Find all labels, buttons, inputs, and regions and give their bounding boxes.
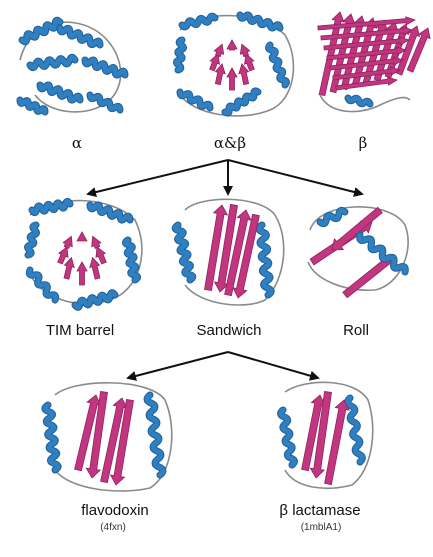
alpha-structure-image xyxy=(16,16,129,116)
helix-highlight xyxy=(27,54,78,71)
strand xyxy=(238,63,250,86)
strand xyxy=(85,391,108,479)
alpha-label: α xyxy=(71,134,83,152)
helix-highlight xyxy=(174,37,186,73)
strand xyxy=(213,43,225,58)
strand xyxy=(395,25,421,76)
helix-highlight xyxy=(172,222,196,283)
loop xyxy=(179,14,295,117)
beta-lactamase-pdb-code: (1mblA1) xyxy=(300,522,342,533)
helix-highlight xyxy=(87,202,133,223)
strand xyxy=(317,16,416,31)
strand xyxy=(318,11,345,97)
strand xyxy=(213,203,238,293)
helix-highlight xyxy=(25,222,39,258)
helix-highlight xyxy=(42,402,61,473)
strand xyxy=(244,53,255,72)
beta-lactamase-label: β lactamase xyxy=(279,502,361,519)
helix-highlight xyxy=(278,407,297,468)
strand xyxy=(63,256,75,280)
helix-highlight xyxy=(144,392,166,478)
strand xyxy=(224,209,252,297)
helix-highlight xyxy=(17,97,48,115)
strand xyxy=(320,26,413,41)
strand xyxy=(74,394,102,472)
helix-highlight xyxy=(29,198,73,216)
strand xyxy=(232,213,260,299)
tim-barrel-label: TIM barrel xyxy=(45,322,115,339)
arrows-from-alpha-beta xyxy=(86,159,364,197)
strand xyxy=(76,231,88,242)
strand xyxy=(323,36,410,51)
helix-highlight xyxy=(256,222,274,298)
helix-highlight xyxy=(57,25,103,48)
helix-highlight xyxy=(37,82,83,103)
helix-highlight xyxy=(26,267,59,303)
loop xyxy=(307,206,409,291)
strand xyxy=(226,39,238,51)
helix-highlight xyxy=(357,232,408,275)
loop xyxy=(319,94,411,113)
roll-structure-image xyxy=(307,206,409,299)
strand xyxy=(326,46,407,61)
flavodoxin-pdb-code: (4fxn) xyxy=(100,522,126,533)
strand xyxy=(100,397,128,484)
helix-highlight xyxy=(87,92,123,113)
strand xyxy=(406,27,431,73)
flavodoxin-label: flavodoxin xyxy=(81,502,149,519)
sandwich-structure-image xyxy=(171,198,285,306)
tim-barrel-structure-image xyxy=(24,197,143,311)
helix-highlight xyxy=(317,207,348,227)
sandwich-label: Sandwich xyxy=(196,322,262,339)
strand xyxy=(209,53,220,72)
helix-highlight xyxy=(19,17,63,45)
strand xyxy=(331,206,383,251)
arrow-to-beta-lactamase xyxy=(227,351,320,381)
helix-highlight xyxy=(345,395,365,465)
strand xyxy=(57,246,69,265)
arrows-from-sandwich xyxy=(126,351,320,381)
strand xyxy=(76,261,88,286)
strand xyxy=(309,391,332,479)
strand xyxy=(335,76,398,91)
helix-highlight xyxy=(179,13,218,30)
strand xyxy=(89,256,101,280)
alpha-beta-structure-image xyxy=(173,11,295,117)
arrow-to-tim-barrel xyxy=(86,159,229,197)
strand xyxy=(329,56,404,71)
strand xyxy=(332,66,401,81)
strand xyxy=(226,67,238,91)
strand xyxy=(109,398,134,486)
helix-highlight xyxy=(177,89,213,111)
strand xyxy=(91,235,102,250)
strand xyxy=(214,63,226,86)
helix-highlight xyxy=(345,95,373,107)
helix-highlight xyxy=(72,290,118,310)
arrow-to-roll xyxy=(227,159,364,197)
beta-label: β xyxy=(358,134,368,152)
helix-highlight xyxy=(266,42,289,88)
strand xyxy=(95,246,107,265)
arrow-to-flavodoxin xyxy=(126,351,229,381)
strand xyxy=(301,394,326,472)
beta-lactamase-structure-image xyxy=(277,381,374,490)
helix-highlight xyxy=(237,12,283,31)
strand xyxy=(204,204,229,292)
helix-highlight xyxy=(122,237,141,283)
alpha-beta-label: α&β xyxy=(213,134,247,152)
beta-barrel-structure-image xyxy=(317,11,431,113)
loop xyxy=(184,198,285,306)
loop xyxy=(54,382,173,492)
roll-label: Roll xyxy=(343,322,369,339)
loop xyxy=(284,381,374,490)
flavodoxin-structure-image xyxy=(41,382,173,492)
strand xyxy=(62,235,73,250)
helix-highlight xyxy=(82,57,128,78)
loop xyxy=(27,199,143,305)
strand xyxy=(239,43,251,58)
helix-highlight xyxy=(222,88,261,116)
strand xyxy=(324,399,350,486)
